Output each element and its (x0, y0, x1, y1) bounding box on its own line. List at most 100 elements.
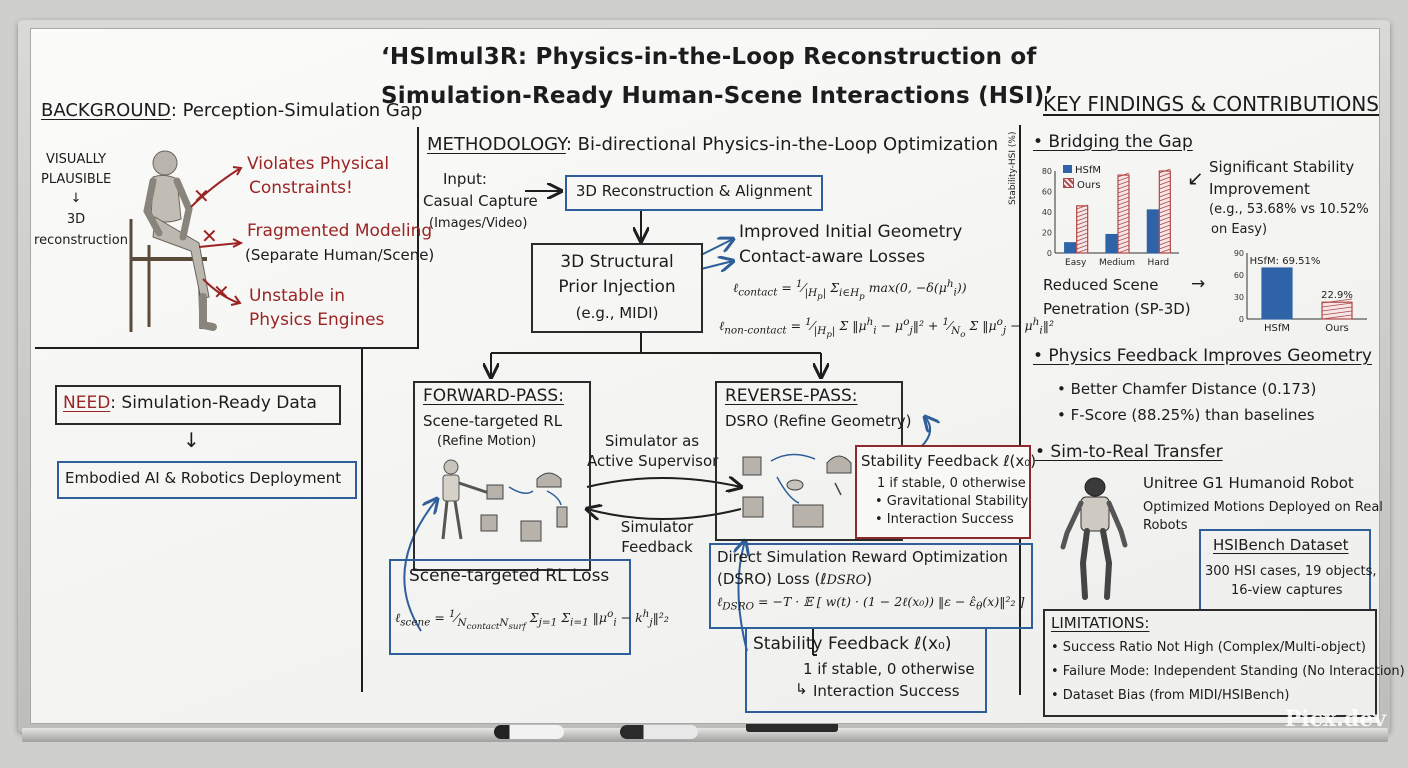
chart1-hatch (1159, 216, 1171, 222)
forward-pass-box (413, 381, 591, 571)
reverse-heading: REVERSE-PASS: (725, 386, 858, 406)
reverse-objects-scene (742, 453, 852, 528)
chart1-hatch (1076, 240, 1088, 246)
chart1-hatch (1117, 240, 1130, 246)
reduced-line-b: Penetration (SP-3D) (1043, 300, 1191, 318)
supervisor-line-b: Active Supervisor (587, 452, 719, 470)
chart1-hatch (1117, 172, 1130, 178)
chart1-hatch (1159, 176, 1171, 182)
chart1-x-label-medium: Medium (1099, 258, 1135, 268)
background-header: BACKGROUND: Perception-Simulation Gap (41, 101, 422, 121)
background-heading: BACKGROUND (41, 100, 171, 121)
need-box (55, 385, 341, 425)
chart1-hatch (1159, 168, 1171, 174)
chart2-hatch (1321, 298, 1353, 304)
supervisor-line-a: Simulator as (604, 432, 700, 450)
chart1-hatch (1117, 248, 1130, 254)
down-arrow-label: ↓ (70, 191, 82, 206)
chart1-x-label-hard: Hard (1148, 258, 1170, 268)
title-line-1: ‘HSImul3R: Physics-in-the-Loop Reconstru… (381, 44, 1037, 70)
chart1-hatch (1159, 220, 1171, 226)
x-mark-1: ✕ (193, 184, 210, 208)
forward-line-a: Scene-targeted RL (423, 412, 563, 430)
hsibench-line-a: 300 HSI cases, 19 objects, (1205, 564, 1377, 579)
chart2-hatch (1321, 306, 1353, 312)
chart2-y-tick: 30 (1234, 293, 1244, 302)
limitations-box (1043, 609, 1377, 717)
need-heading: NEED (63, 393, 111, 413)
chart2-x-label-ours: Ours (1325, 323, 1349, 334)
reduced-line-a: Reduced Scene (1043, 276, 1159, 294)
chart1-y-tick: 20 (1042, 229, 1052, 238)
chart2-x-label-hsfm: HSfM (1264, 323, 1290, 334)
chart1-x-label-easy: Easy (1065, 258, 1087, 268)
chart1-hatch (1076, 236, 1088, 242)
chart1-hatch (1159, 236, 1171, 242)
dsro-line-a: Direct Simulation Reward Optimization (717, 548, 1008, 566)
chart1-hatch (1117, 196, 1130, 202)
legend-hsfm-label: HSfM (1075, 165, 1102, 176)
humanoid-robot-icon (1060, 477, 1128, 600)
deploy-box (57, 461, 357, 499)
chart1-hatch (1117, 224, 1130, 230)
chart1-hatch (1159, 196, 1171, 202)
chart2-y-tick: 0 (1239, 315, 1244, 324)
watermark-text: Picx.dev (1284, 706, 1386, 732)
issue-2-line-b: (Separate Human/Scene) (245, 246, 435, 264)
sig-line-c: (e.g., 53.68% vs 10.52% (1209, 202, 1369, 217)
issue-1-line-a: Violates Physical (247, 154, 390, 174)
background-subtitle: : Perception-Simulation Gap (170, 100, 423, 121)
contact-equation: ℓcontact = 1⁄|Hp| Σi∈Hp max(0, −δ(μhi)) (733, 278, 967, 302)
chart1-hatch (1117, 208, 1130, 214)
chart1-hatch (1159, 212, 1171, 218)
divider-left-vertical (417, 127, 419, 349)
forward-heading: FORWARD-PASS: (423, 386, 564, 406)
limitation-2: • Failure Mode: Independent Standing (No… (1051, 664, 1405, 679)
title-line-2: Simulation-Ready Human-Scene Interaction… (381, 83, 1054, 109)
physics-feedback: • Physics Feedback Improves Geometry (1033, 346, 1372, 366)
bridging-gap: • Bridging the Gap (1033, 132, 1193, 152)
chart1-hatch (1076, 208, 1088, 214)
whiteboard: ‘HSImul3R: Physics-in-the-Loop Reconstru… (30, 28, 1405, 724)
stability-1-line-3: • Interaction Success (875, 512, 1014, 527)
stability-box-1 (855, 445, 1031, 539)
forward-robot-scene (441, 459, 568, 542)
chart1-hatch (1117, 228, 1130, 234)
dsro-line-b: (DSRO) Loss (ℓDSRO) (717, 570, 873, 588)
prior-line-b: Prior Injection (558, 277, 676, 297)
marker-pen-1 (494, 725, 564, 739)
input-line-a: Input: (443, 170, 487, 188)
issue-1-line-b: Constraints! (249, 178, 353, 198)
chart1-hatch (1159, 200, 1171, 206)
method-arrows (403, 169, 1021, 656)
methodology-heading: METHODOLOGY (427, 134, 566, 155)
chart1-hatch (1076, 216, 1088, 222)
chart1-hatch (1159, 244, 1171, 250)
stability-2-line-1: 1 if stable, 0 otherwise (803, 660, 975, 678)
chart1-y-tick: 40 (1042, 208, 1052, 217)
limitation-1: • Success Ratio Not High (Complex/Multi-… (1051, 640, 1367, 655)
visually-label: VISUALLY (45, 152, 107, 167)
chart1-hatch (1159, 188, 1171, 194)
background-red-arrows (190, 166, 244, 306)
dsro-line-b-text: (DSRO) Loss (ℓ (717, 570, 827, 588)
chart1-y-tick: 80 (1042, 167, 1052, 176)
rl-loss-title: Scene-targeted RL Loss (409, 566, 610, 586)
chart1-hatch (1159, 224, 1171, 230)
chart1-hatch (1159, 172, 1171, 178)
hsibench-line-b: 16-view captures (1231, 583, 1343, 598)
chart1-hatch (1117, 192, 1130, 198)
findings-heading: KEY FINDINGS & CONTRIBUTIONS (1043, 92, 1380, 116)
chart2-data-label-hsfm: HSfM: 69.51% (1250, 256, 1321, 267)
need-line: NEED: Simulation-Ready Data (63, 394, 317, 413)
forward-line-b: (Refine Motion) (437, 434, 537, 449)
chart1-hatch (1076, 224, 1088, 230)
chart1-hatch (1159, 204, 1171, 210)
stability-1-line-2: • Gravitational Stability (875, 494, 1029, 509)
issue-3-line-b: Physics Engines (249, 310, 385, 330)
reconstruction-box (565, 175, 823, 211)
divider-method-bottom (361, 347, 363, 692)
stability-box-2 (745, 627, 987, 713)
